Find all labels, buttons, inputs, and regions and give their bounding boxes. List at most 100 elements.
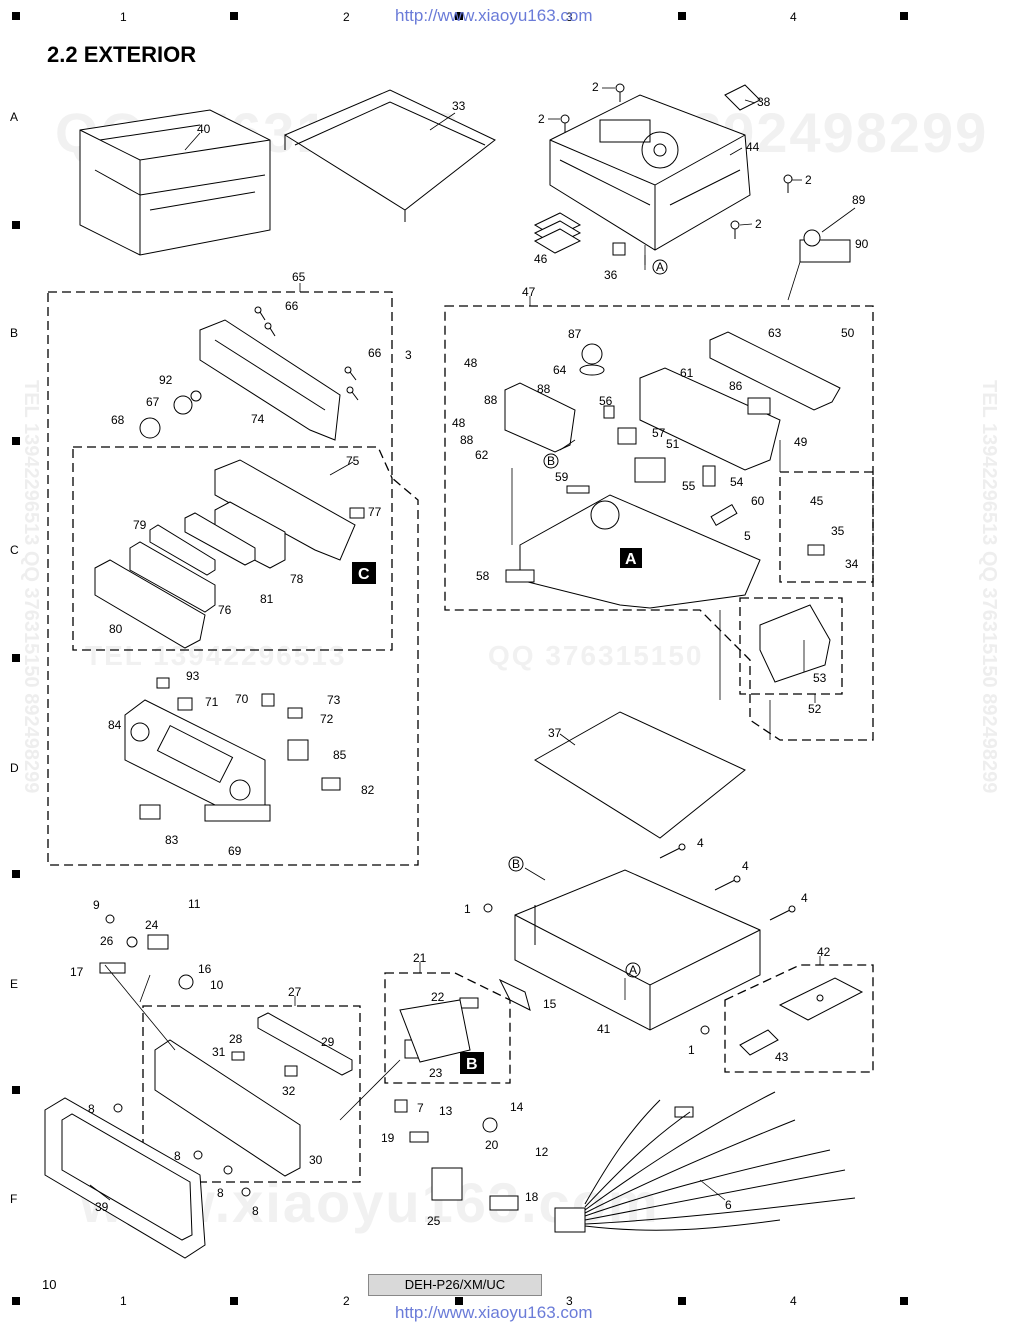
label-86: 86: [729, 379, 743, 393]
part-labels: 40 33 2 2 38 44 2 2 89 90 46 36 65 66 66…: [70, 80, 869, 1228]
part-84-front-panel: [124, 699, 266, 821]
label-27: 27: [288, 985, 302, 999]
row-e: E: [10, 977, 19, 991]
marker-top-5: [900, 12, 908, 20]
col-1-top: 1: [120, 10, 127, 24]
part-44-mechanism: [549, 94, 751, 251]
label-46: 46: [534, 252, 548, 266]
row-b: B: [10, 326, 19, 340]
label-6: 6: [725, 1198, 732, 1212]
label-23: 23: [429, 1066, 443, 1080]
col-4-bottom: 4: [790, 1294, 797, 1308]
part-46-sheets: [533, 212, 582, 254]
label-1a: 1: [464, 902, 471, 916]
part-63-bracket: [709, 331, 841, 411]
label-79: 79: [133, 518, 147, 532]
col-2-bottom: 2: [343, 1294, 350, 1308]
ref-marks: A B B A: [508, 255, 668, 1000]
label-58: 58: [476, 569, 490, 583]
part-67-knob: [173, 395, 193, 415]
label-33: 33: [452, 99, 466, 113]
label-68: 68: [111, 413, 125, 427]
section-box-b: [460, 1052, 484, 1074]
row-f: F: [10, 1192, 18, 1206]
label-4b: 4: [742, 859, 749, 873]
label-78: 78: [290, 572, 304, 586]
section-label-c: C: [358, 566, 370, 583]
label-60: 60: [751, 494, 765, 508]
part-24-9-26-17-16: [99, 914, 194, 990]
label-14: 14: [510, 1100, 524, 1114]
label-90: 90: [855, 237, 869, 251]
label-49: 49: [794, 435, 808, 449]
label-4c: 4: [801, 891, 808, 905]
label-72: 72: [320, 712, 334, 726]
part-41-chassis: [514, 869, 761, 1031]
label-85: 85: [333, 748, 347, 762]
col-1-bottom: 1: [120, 1294, 127, 1308]
label-20: 20: [485, 1138, 499, 1152]
label-4a: 4: [697, 836, 704, 850]
part-27-panel: [154, 1012, 353, 1177]
part-33-cover: [283, 89, 496, 222]
label-48a: 48: [464, 356, 478, 370]
part-55-connector: [634, 457, 666, 483]
label-63: 63: [768, 326, 782, 340]
label-40: 40: [197, 122, 211, 136]
marker-bottom-5: [900, 1297, 908, 1305]
label-42: 42: [817, 945, 831, 959]
marker-left-3: [12, 654, 20, 662]
label-70: 70: [235, 692, 249, 706]
label-36: 36: [604, 268, 618, 282]
label-67: 67: [146, 395, 160, 409]
source-url-bottom: http://www.xiaoyu163.com: [395, 1303, 593, 1322]
label-93: 93: [186, 669, 200, 683]
col-2-top: 2: [343, 10, 350, 24]
label-76: 76: [218, 603, 232, 617]
source-url-top: http://www.xiaoyu163.com: [395, 6, 593, 25]
label-45: 45: [810, 494, 824, 508]
label-8c: 8: [217, 1186, 224, 1200]
label-88c: 88: [460, 433, 474, 447]
marker-bottom-4: [678, 1297, 686, 1305]
label-41: 41: [597, 1022, 611, 1036]
marker-top-2: [230, 12, 238, 20]
part-64-spacer: [579, 364, 605, 376]
part-68-knob: [139, 417, 161, 439]
label-29: 29: [321, 1035, 335, 1049]
model-label: DEH-P26/XM/UC: [368, 1274, 542, 1296]
marker-left-5: [12, 1086, 20, 1094]
part-40-holder: [79, 109, 271, 256]
part-57-ic: [617, 427, 637, 445]
label-81: 81: [260, 592, 274, 606]
label-19: 19: [381, 1131, 395, 1145]
part-80-case: [94, 559, 206, 649]
part-90-bracket: [799, 229, 851, 263]
part-58-connector: [505, 569, 535, 583]
part-38-sheet: [724, 84, 761, 111]
label-34: 34: [845, 557, 859, 571]
part-74-bracket: [199, 319, 341, 441]
label-8d: 8: [252, 1204, 259, 1218]
section-box-c: [352, 562, 376, 584]
col-3-bottom: 3: [566, 1294, 573, 1308]
marker-top-1: [12, 12, 20, 20]
group-65-frame: [47, 291, 419, 866]
marker-bottom-3: [455, 1297, 463, 1305]
part-92-shaft: [190, 390, 202, 402]
part-60-capacitor: [710, 503, 738, 527]
label-54: 54: [730, 475, 744, 489]
row-d: D: [10, 761, 19, 775]
marker-left-2: [12, 437, 20, 445]
part-83-69-keys: [139, 804, 271, 822]
label-77: 77: [368, 505, 382, 519]
label-1b: 1: [688, 1043, 695, 1057]
label-55: 55: [682, 479, 696, 493]
page-title: 2.2 EXTERIOR: [47, 42, 197, 67]
label-62: 62: [475, 448, 489, 462]
label-88a: 88: [537, 382, 551, 396]
part-15-bracket: [498, 978, 531, 1011]
label-51: 51: [666, 437, 680, 451]
group-75-frame: [72, 446, 393, 651]
label-26: 26: [100, 934, 114, 948]
